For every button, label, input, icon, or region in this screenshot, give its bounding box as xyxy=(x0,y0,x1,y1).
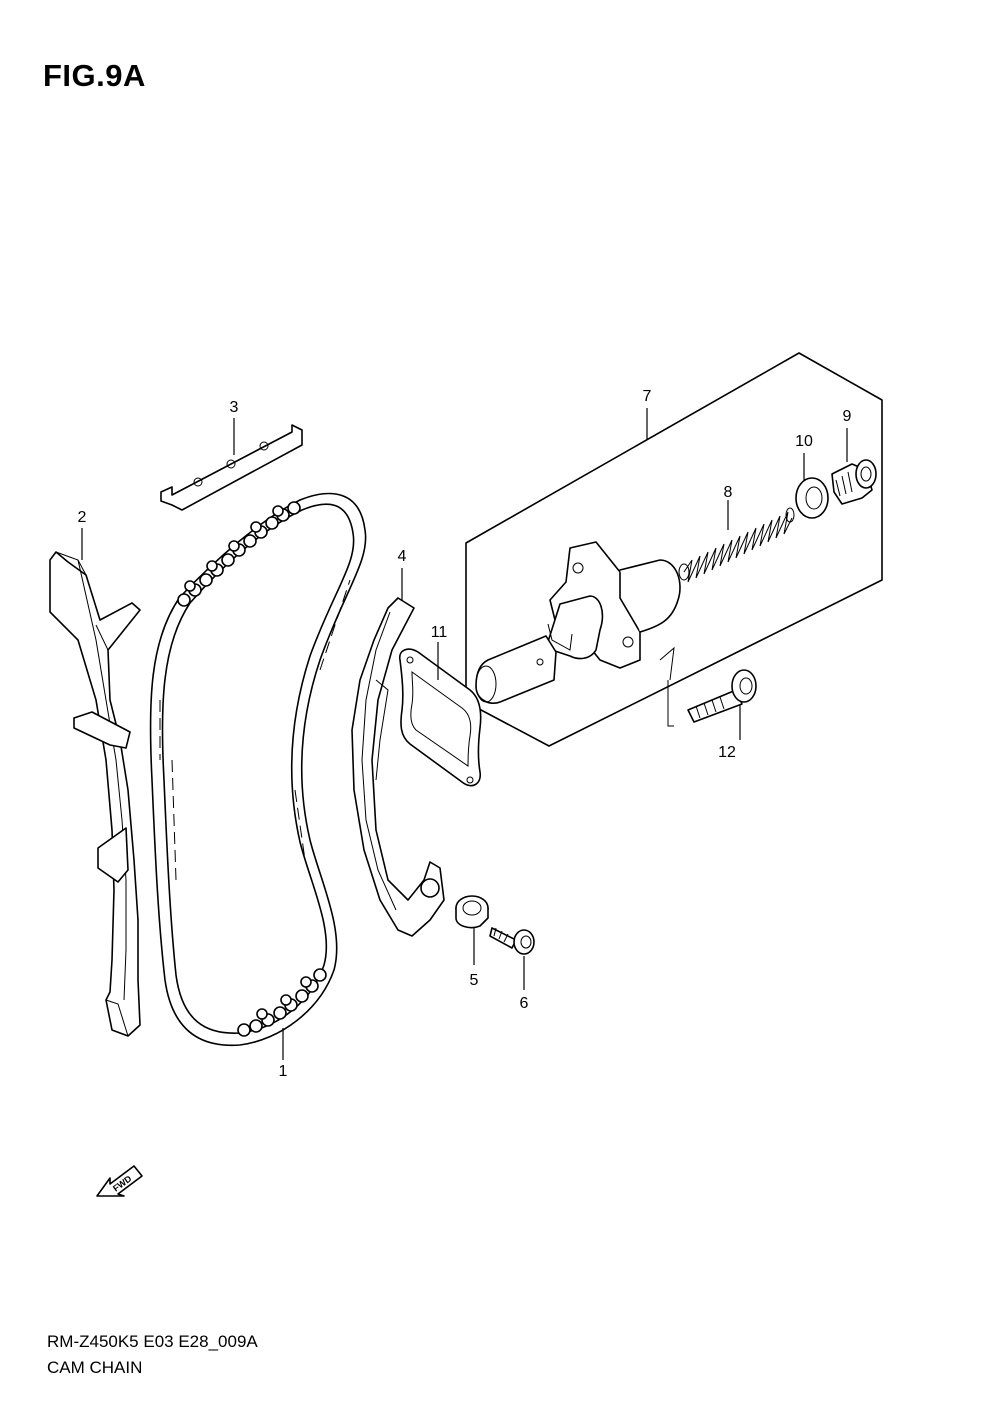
callout-6: 6 xyxy=(520,995,529,1012)
cam-chain-tensioner-guide xyxy=(351,597,445,937)
callout-2: 2 xyxy=(78,509,87,526)
callout-labels: 3 2 4 11 7 9 10 8 12 5 6 1 xyxy=(78,388,852,1080)
tensioner-guide-bolt xyxy=(489,927,535,955)
fwd-arrow-icon: FWD xyxy=(96,1165,143,1197)
leader-lines xyxy=(81,408,848,1060)
callout-10: 10 xyxy=(795,433,813,450)
callout-5: 5 xyxy=(470,972,479,989)
callout-1: 1 xyxy=(279,1063,288,1080)
figure-code: RM-Z450K5 E03 E28_009A xyxy=(47,1332,258,1351)
cam-chain xyxy=(149,492,367,1047)
tensioner-gasket xyxy=(398,648,482,787)
cam-chain-tensioner xyxy=(475,541,681,704)
callout-9: 9 xyxy=(843,408,852,425)
tensioner-cap-gasket xyxy=(795,477,829,519)
chain-links-bottom xyxy=(237,968,327,1037)
callout-7: 7 xyxy=(643,388,652,405)
tensioner-guide-spacer xyxy=(455,895,489,929)
chain-links-top xyxy=(177,501,301,607)
callout-8: 8 xyxy=(724,484,733,501)
cam-chain-guide-no2 xyxy=(160,424,303,511)
callout-11: 11 xyxy=(431,624,448,641)
tensioner-mounting-bolt xyxy=(667,669,757,727)
figure-name: CAM CHAIN xyxy=(47,1358,143,1377)
figure-title: FIG.9A xyxy=(43,58,146,93)
callout-12: 12 xyxy=(718,744,736,761)
callout-3: 3 xyxy=(230,399,239,416)
cam-chain-guide-no1 xyxy=(49,551,141,1037)
tensioner-spring xyxy=(678,507,795,583)
callout-4: 4 xyxy=(398,548,407,565)
tensioner-cap-bolt xyxy=(831,459,877,505)
